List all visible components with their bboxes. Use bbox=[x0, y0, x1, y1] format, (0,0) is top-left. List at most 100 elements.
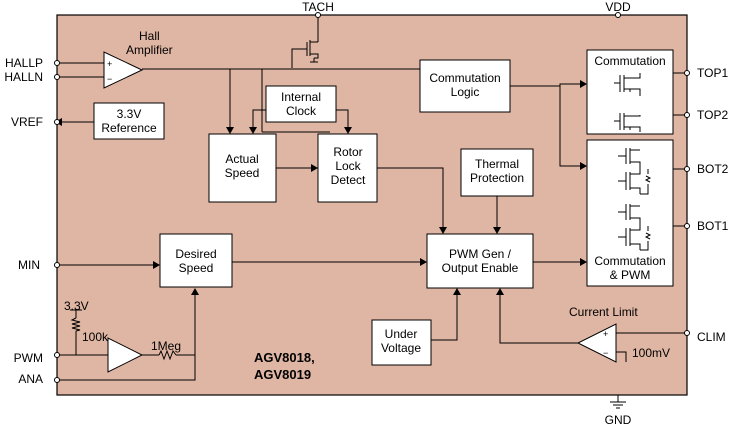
actual-speed-block bbox=[208, 133, 277, 203]
rotor-lock-block bbox=[317, 133, 378, 203]
hall-minus: − bbox=[107, 74, 112, 84]
pin-clim bbox=[684, 330, 690, 336]
arrow-uv-pwm bbox=[453, 288, 461, 295]
gnd-symbol bbox=[610, 395, 626, 409]
desired-speed-label-2: Speed bbox=[179, 261, 214, 275]
label-ana: ANA bbox=[18, 372, 43, 386]
top-transistors bbox=[614, 73, 641, 132]
clock-to-lock bbox=[336, 109, 349, 127]
arrow-desired-pwm bbox=[420, 258, 427, 266]
label-vdd: VDD bbox=[605, 0, 631, 14]
uv-to-pwm bbox=[431, 294, 458, 341]
pin-bot1 bbox=[684, 223, 690, 229]
arrow-clock-speed bbox=[249, 127, 257, 134]
reference-label-2: Reference bbox=[101, 121, 157, 135]
thermal-label-1: Thermal bbox=[475, 157, 519, 171]
desired-speed-label-1: Desired bbox=[175, 247, 216, 261]
arrow-thermal-pwm bbox=[493, 227, 501, 234]
arrow-min bbox=[153, 261, 160, 269]
commutation-pwm-label-1: Commutation bbox=[594, 254, 665, 268]
hall-label-1: Hall bbox=[139, 29, 160, 43]
arrow-commutation bbox=[580, 80, 587, 88]
label-halln: HALLN bbox=[4, 70, 43, 84]
bottom-transistors bbox=[618, 148, 652, 251]
commutation-logic-label-1: Commutation bbox=[429, 71, 500, 85]
clim-plus: + bbox=[603, 329, 608, 339]
v33-rail bbox=[70, 309, 82, 318]
label-hallp: HALLP bbox=[5, 56, 43, 70]
rotor-lock-label-3: Detect bbox=[331, 173, 366, 187]
lock-to-pwm bbox=[377, 167, 444, 228]
under-voltage-block bbox=[371, 319, 432, 366]
current-limit-label: Current Limit bbox=[569, 305, 638, 319]
reference-label-1: 3.3V bbox=[117, 107, 142, 121]
arrow-lock-pwm bbox=[439, 227, 447, 234]
internal-clock-block bbox=[265, 85, 337, 123]
thermal-label-2: Protection bbox=[470, 171, 524, 185]
pin-hallp bbox=[54, 60, 60, 66]
resistor-1meg bbox=[158, 349, 177, 361]
arrow-speed-lock bbox=[311, 164, 318, 172]
under-voltage-label-2: Voltage bbox=[381, 341, 421, 355]
pin-vref bbox=[54, 119, 60, 125]
pwm-gen-block bbox=[426, 233, 534, 289]
clim-minus: − bbox=[603, 348, 608, 358]
label-100mv: 100mV bbox=[632, 346, 670, 360]
commutation-pwm-label-2: & PWM bbox=[610, 268, 651, 282]
clock-label-1: Internal bbox=[281, 90, 321, 104]
hall-label-2: Amplifier bbox=[126, 43, 173, 57]
logic-to-commutation bbox=[510, 83, 580, 87]
hall-amplifier bbox=[103, 51, 144, 89]
current-limit-comparator bbox=[576, 323, 617, 363]
commutation-logic-block bbox=[419, 59, 511, 113]
label-1meg: 1Meg bbox=[151, 339, 181, 353]
pin-top1 bbox=[684, 70, 690, 76]
pin-min bbox=[54, 262, 60, 268]
pwm-gen-label-2: Output Enable bbox=[442, 261, 519, 275]
pwm-gen-label-1: PWM Gen / bbox=[449, 247, 512, 261]
clock-to-speed bbox=[252, 109, 266, 127]
pin-tach bbox=[315, 12, 321, 18]
arrow-ilimit-pwm bbox=[496, 288, 504, 295]
desired-speed-block bbox=[159, 233, 233, 288]
ana-wire bbox=[57, 295, 196, 381]
label-vref: VREF bbox=[11, 115, 43, 129]
rotor-lock-label-2: Lock bbox=[335, 159, 361, 173]
label-bot2: BOT2 bbox=[697, 162, 729, 176]
pin-ana bbox=[54, 377, 60, 383]
hall-plus: + bbox=[107, 59, 112, 69]
actual-speed-label-2: Speed bbox=[225, 166, 260, 180]
label-bot1: BOT1 bbox=[697, 219, 729, 233]
pin-top2 bbox=[684, 112, 690, 118]
label-min: MIN bbox=[18, 258, 40, 272]
logic-to-commutation-pwm bbox=[559, 86, 580, 167]
clock-label-2: Clock bbox=[286, 104, 317, 118]
label-3v3: 3.3V bbox=[64, 299, 89, 313]
pin-bot2 bbox=[684, 166, 690, 172]
pin-pwm bbox=[54, 352, 60, 358]
resistor-100k bbox=[70, 317, 81, 332]
commutation-logic-label-2: Logic bbox=[451, 85, 480, 99]
commutation-output-label: Commutation bbox=[594, 54, 665, 68]
rotor-lock-label-1: Rotor bbox=[333, 145, 362, 159]
pin-vdd bbox=[615, 12, 621, 18]
arrow-ana-desired bbox=[191, 288, 199, 295]
under-voltage-label-1: Under bbox=[385, 327, 418, 341]
label-top2: TOP2 bbox=[697, 108, 728, 122]
part-number-1: AGV8018, bbox=[254, 350, 315, 365]
arrow-clock-lock bbox=[344, 127, 352, 134]
label-pwm: PWM bbox=[14, 351, 43, 365]
tach-transistor bbox=[291, 40, 319, 68]
thermal-block bbox=[460, 148, 534, 197]
actual-speed-label-1: Actual bbox=[225, 152, 258, 166]
pin-halln bbox=[54, 74, 60, 80]
arrow-pwm-out bbox=[580, 258, 587, 266]
arrow-to-speed bbox=[226, 127, 234, 134]
pwm-buffer bbox=[107, 337, 144, 373]
label-gnd: GND bbox=[605, 413, 632, 427]
arrow-commutation-pwm bbox=[580, 162, 587, 170]
label-clim: CLIM bbox=[697, 330, 726, 344]
label-top1: TOP1 bbox=[697, 66, 728, 80]
label-100k: 100k bbox=[82, 330, 109, 344]
